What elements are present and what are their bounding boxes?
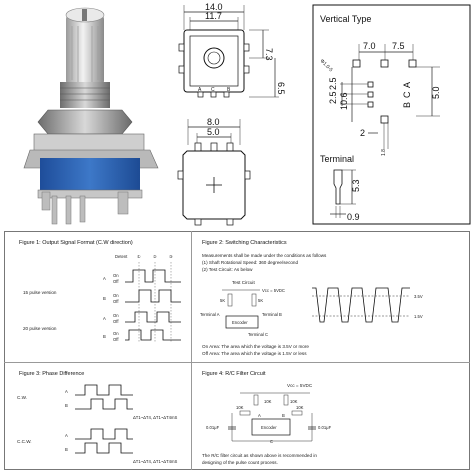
fig3-cw: C.W. xyxy=(17,395,27,400)
spec-divider-h xyxy=(4,362,470,363)
dim-10-6: 10.6 xyxy=(339,92,349,110)
fig2-off-area: Off Area: The area which the voltage is … xyxy=(202,351,307,356)
fig2-1-5v: 1.5V xyxy=(414,314,423,319)
fig1-b-15: B xyxy=(103,296,106,301)
fig1-a-20: A xyxy=(103,316,106,321)
fig3-ccw-a: A xyxy=(65,433,68,438)
fig2-line3: (2) Test Circuit: As below xyxy=(202,267,253,272)
fig1-b-20: B xyxy=(103,334,106,339)
fig2-vcc: Vcc = 5VDC xyxy=(262,288,285,293)
vt-pin-c: C xyxy=(402,91,412,98)
dim-2: 2 xyxy=(360,128,365,138)
fig4-cap-a: 0.01μF xyxy=(206,425,220,430)
fig1-detent-2: ② xyxy=(153,254,157,259)
fig1-on-b15: On xyxy=(113,293,119,298)
fig4-b: B xyxy=(282,413,285,418)
fig1-detent-1: ① xyxy=(137,254,141,259)
fig2-title: Figure 2: Switching Characteristics xyxy=(202,240,287,246)
fig4-r4: 10K xyxy=(296,405,304,410)
bottom-view-drawing: 8.0 5.0 xyxy=(177,117,251,226)
dim-11-7: 11.7 xyxy=(205,11,222,21)
front-view-drawing: 14.0 11.7 A C B 7.3 6.5 xyxy=(178,2,286,98)
dim-7-0: 7.0 xyxy=(363,41,376,51)
fig3-ccw-b: B xyxy=(65,447,68,452)
fig1-detent-3: ③ xyxy=(169,254,173,259)
dim-7-3: 7.3 xyxy=(264,48,274,61)
dim-2-5-b: 2.5 xyxy=(328,91,338,104)
fig2-encoder: Encoder xyxy=(232,320,248,325)
vt-pin-b: B xyxy=(402,102,412,108)
fig4-r2: 10K xyxy=(264,399,272,404)
fig4-a: A xyxy=(258,413,261,418)
dim-8-0: 8.0 xyxy=(207,117,220,127)
pin-label-c: C xyxy=(211,87,215,93)
terminal-thickness: 0.9 xyxy=(347,212,360,222)
fig2-term-b: Terminal B xyxy=(262,312,282,317)
pin-label-b: B xyxy=(227,87,231,93)
fig2-3-5v: 3.5V xyxy=(414,294,423,299)
fig3-cw-a: A xyxy=(65,389,68,394)
vertical-type-drawing: Vertical Type 7.0 7.5 Φ1.0-5 2.5 2.5 10.… xyxy=(312,4,471,225)
fig1-title: Figure 1: Output Signal Format (C.W dire… xyxy=(19,240,133,246)
fig1-on-b20: On xyxy=(113,331,119,336)
dim-7-5: 7.5 xyxy=(392,41,405,51)
fig2-term-c: Terminal C xyxy=(248,332,268,337)
fig1-off-a20: Off xyxy=(113,319,119,324)
fig1-a-15: A xyxy=(103,276,106,281)
figure-3: Figure 3: Phase Difference C.W. A B ΔT1~… xyxy=(17,371,177,464)
fig2-r1: 5K xyxy=(220,298,225,303)
figure-1: Figure 1: Output Signal Format (C.W dire… xyxy=(19,240,181,342)
terminal-height: 5.3 xyxy=(351,179,361,192)
terminal-title: Terminal xyxy=(320,154,354,164)
fig3-timing-ccw: ΔT1~ΔT4, ΔT1~ΔT4mS xyxy=(133,459,177,464)
fig4-title: Figure 4: R/C Filter Circuit xyxy=(202,371,266,377)
fig2-line2: (1) Shaft Rotational Speed: 360 degree/s… xyxy=(202,260,298,265)
fig2-test-circuit: Test Circuit xyxy=(232,280,255,285)
dim-14: 14.0 xyxy=(205,2,223,12)
dim-6-5: 6.5 xyxy=(276,82,286,95)
dim-5-0: 5.0 xyxy=(207,127,220,137)
fig1-on-a20: On xyxy=(113,313,119,318)
fig3-cw-b: B xyxy=(65,403,68,408)
fig3-timing-cw: ΔT1~ΔT4, ΔT1~ΔT4mS xyxy=(133,415,177,420)
fig1-off-b20: Off xyxy=(113,337,119,342)
fig4-r1: 10K xyxy=(236,405,244,410)
vertical-type-title: Vertical Type xyxy=(320,14,371,24)
fig1-off-a15: Off xyxy=(113,279,119,284)
fig4-r3: 10K xyxy=(290,399,298,404)
pin-label-a: A xyxy=(198,87,202,93)
figure-2: Figure 2: Switching Characteristics Meas… xyxy=(200,240,423,356)
spec-panel xyxy=(4,231,470,470)
figure-4: Figure 4: R/C Filter Circuit Vcc = 5VDC … xyxy=(202,371,332,465)
fig2-on-area: On Area: The area which the voltage is 3… xyxy=(202,344,309,349)
fig1-on-a15: On xyxy=(113,273,119,278)
fig4-c: C xyxy=(270,439,273,444)
vt-pin-a: A xyxy=(402,82,412,88)
encoder-photo xyxy=(23,7,159,225)
dim-1-8: 1.8 xyxy=(381,149,387,156)
spec-divider-v xyxy=(191,231,192,470)
fig2-term-a: Terminal A xyxy=(200,312,220,317)
fig4-note2: designing of the pulse count process. xyxy=(202,460,278,465)
fig1-20-pulse: 20 pulse version xyxy=(23,326,57,331)
dim-2-5-a: 2.5 xyxy=(328,77,338,90)
fig2-line1: Measurements shall be made under the con… xyxy=(202,253,327,258)
fig4-note1: The R/C filter circuit as shown above is… xyxy=(202,453,317,458)
fig3-title: Figure 3: Phase Difference xyxy=(19,371,84,377)
fig4-cap-b: 0.01μF xyxy=(318,425,332,430)
fig1-off-b15: Off xyxy=(113,299,119,304)
fig2-r2: 5K xyxy=(258,298,263,303)
fig4-vcc: Vcc = 5VDC xyxy=(287,383,313,388)
fig1-detent-label: Detent xyxy=(115,254,128,259)
fig3-ccw: C.C.W. xyxy=(17,439,32,444)
dim-5-0-vt: 5.0 xyxy=(431,86,441,99)
fig4-encoder: Encoder xyxy=(261,425,277,430)
fig1-15-pulse: 15 pulse version xyxy=(23,290,57,295)
